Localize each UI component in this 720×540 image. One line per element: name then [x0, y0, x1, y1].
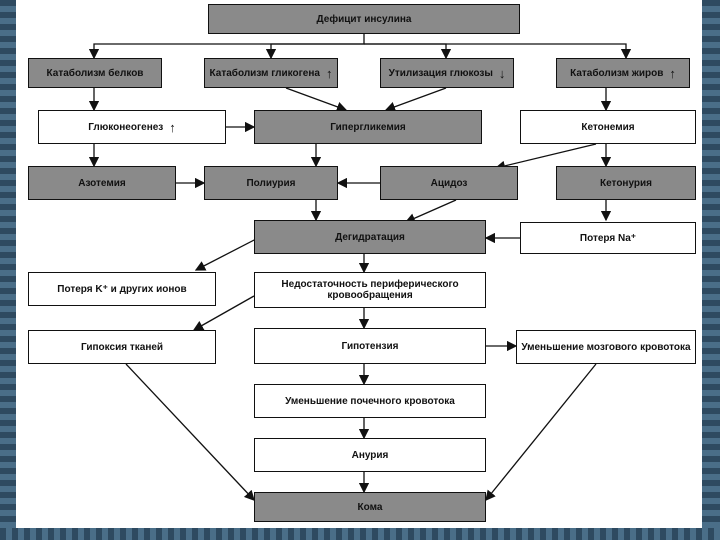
- node-gluconeogenesis: Глюконеогенез ↑: [38, 110, 226, 144]
- node-sodium-loss: Потеря Na⁺: [520, 222, 696, 254]
- node-hypotension: Гипотензия: [254, 328, 486, 364]
- node-brain-blood-flow: Уменьшение мозгового кровотока: [516, 330, 696, 364]
- node-label: Ацидоз: [430, 177, 468, 189]
- node-label: Кетонемия: [581, 121, 635, 133]
- node-label: Гипоксия тканей: [80, 341, 164, 353]
- node-acidosis: Ацидоз: [380, 166, 518, 200]
- node-label: Катаболизм белков: [46, 67, 144, 79]
- decrease-arrow-icon: ↓: [498, 65, 506, 81]
- node-insulin-deficit: Дефицит инсулина: [208, 4, 520, 34]
- node-dehydration: Дегидратация: [254, 220, 486, 254]
- node-potassium-loss: Потеря K⁺ и других ионов: [28, 272, 216, 306]
- node-label: Глюконеогенез: [88, 121, 164, 133]
- node-azotemia: Азотемия: [28, 166, 176, 200]
- node-peripheral-insufficiency: Недостаточность периферического кровообр…: [254, 272, 486, 308]
- node-label: Катаболизм жиров: [570, 67, 664, 79]
- increase-arrow-icon: ↑: [669, 65, 676, 81]
- node-label: Гипотензия: [341, 340, 399, 352]
- diagram-canvas: Дефицит инсулина Катаболизм белков Катаб…: [16, 0, 702, 528]
- node-ketonemia: Кетонемия: [520, 110, 696, 144]
- bottom-border: [0, 528, 720, 540]
- node-label: Дегидратация: [335, 231, 405, 243]
- node-hyperglycemia: Гипергликемия: [254, 110, 482, 144]
- node-label: Кома: [357, 501, 383, 513]
- node-fat-catabolism: Катаболизм жиров ↑: [556, 58, 690, 88]
- node-label: Потеря K⁺ и других ионов: [57, 283, 187, 295]
- node-polyuria: Полиурия: [204, 166, 338, 200]
- node-coma: Кома: [254, 492, 486, 522]
- node-label: Недостаточность периферического кровообр…: [281, 279, 459, 301]
- connector-lines: [88, 34, 632, 502]
- right-border: [702, 0, 720, 540]
- node-glycogen-catabolism: Катаболизм гликогена ↑: [204, 58, 338, 88]
- node-label: Уменьшение почечного кровотока: [285, 395, 455, 407]
- node-tissue-hypoxia: Гипоксия тканей: [28, 330, 216, 364]
- node-label: Анурия: [351, 449, 389, 461]
- node-label: Дефицит инсулина: [316, 13, 412, 25]
- node-label: Утилизация глюкозы: [388, 67, 493, 79]
- node-renal-blood-flow: Уменьшение почечного кровотока: [254, 384, 486, 418]
- increase-arrow-icon: ↑: [325, 65, 333, 81]
- node-glucose-utilization: Утилизация глюкозы ↓: [380, 58, 514, 88]
- node-label: Гипергликемия: [330, 121, 406, 133]
- node-label: Катаболизм гликогена: [209, 67, 320, 79]
- node-label: Потеря Na⁺: [579, 232, 637, 244]
- node-anuria: Анурия: [254, 438, 486, 472]
- increase-arrow-icon: ↑: [169, 119, 176, 135]
- node-label: Азотемия: [78, 177, 126, 189]
- left-border: [0, 0, 16, 540]
- node-label: Уменьшение мозгового кровотока: [521, 341, 691, 353]
- node-label: Кетонурия: [600, 177, 652, 189]
- node-protein-catabolism: Катаболизм белков: [28, 58, 162, 88]
- node-ketonuria: Кетонурия: [556, 166, 696, 200]
- node-label: Полиурия: [246, 177, 296, 189]
